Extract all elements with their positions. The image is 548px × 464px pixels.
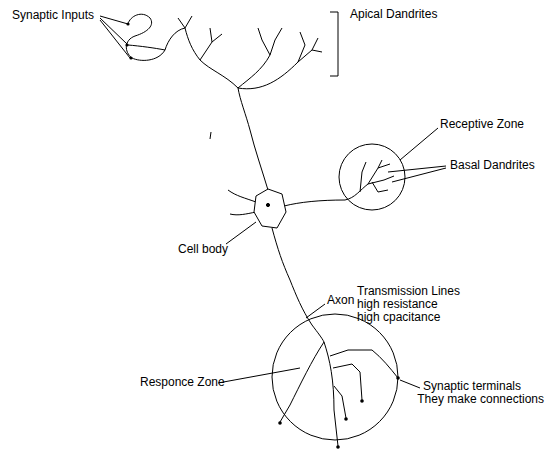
note-line: Synaptic terminals [423,380,521,393]
bracket-label: Apical Dandrites [350,8,437,21]
cell-body [254,189,286,228]
apical-branch [212,34,222,42]
leader-dot [126,22,129,25]
apical-branch [312,50,322,52]
label: Basal Dandrites [450,159,535,172]
note-line: high cpacitance [357,311,440,324]
input-dendrite [126,14,185,60]
apical-branch [185,28,238,88]
leader-line [400,128,438,160]
apical-branch [300,32,305,45]
note-line: high resistance [357,298,438,311]
basal-dendrite [284,184,368,206]
leader-line [400,380,420,388]
apical-branch [178,18,185,28]
basal-dendrite [378,164,390,168]
apical-branch [258,28,270,55]
apical-branch [238,45,305,89]
axon [272,228,324,342]
basal-dendrite [230,212,256,215]
basal-dendrite [372,182,388,192]
zone-label: Receptive Zone [440,118,524,131]
terminal-branch [333,364,362,400]
terminal-dot [360,399,364,403]
apical-trunk [238,88,268,190]
apical-branch [275,28,282,40]
input-dendrite [128,45,165,50]
basal-dendrite [368,160,382,184]
apical-branch [298,38,318,62]
apical-branch [200,28,212,60]
leader-dot [125,43,128,46]
leader-line [388,166,446,172]
response-zone-circle [272,314,398,440]
leader-line [392,168,446,182]
terminal-branch [334,386,346,418]
apical-branch [185,16,192,28]
basal-dendrite [228,190,256,202]
note-line: Transmission Lines [357,285,460,298]
zone-label: Responce Zone [140,376,225,389]
terminal-branch [280,342,324,422]
leader-line [100,16,128,24]
label: Synaptic Inputs [12,9,94,22]
apical-branch [238,40,275,88]
terminal-branch [330,350,398,378]
leader-line [100,18,127,44]
tick [210,132,211,139]
bracket [330,12,338,76]
terminal-dot [278,421,282,425]
receptive-zone-circle [339,144,405,210]
basal-dendrite [360,162,366,192]
leader-line [306,304,325,318]
terminal-dot [336,445,340,449]
terminal-branch [324,342,338,446]
label: Cell body [178,243,228,256]
leader-dot [129,56,132,59]
note-line: They make connections [417,393,544,406]
terminal-dot [344,417,348,421]
leader-line [226,222,256,244]
leader-line [100,20,130,58]
nucleus-dot [266,203,269,206]
label: Axon [327,294,354,307]
leader-line [218,368,300,383]
